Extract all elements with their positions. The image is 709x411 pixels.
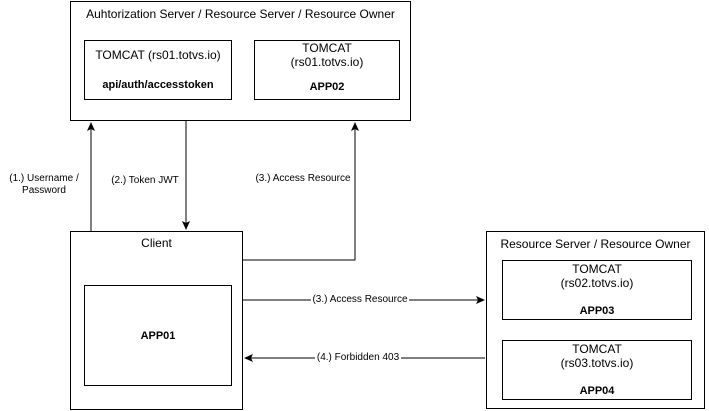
edge-label-forbidden: (4.) Forbidden 403	[315, 352, 401, 364]
client-title: Client	[141, 236, 172, 250]
edge-label-username-line1: (1.) Username /	[9, 173, 79, 184]
edge-label-token-jwt: (2.) Token JWT	[111, 175, 179, 186]
app04-host: (rs03.totvs.io)	[560, 356, 634, 370]
app01-name: APP01	[140, 330, 176, 342]
app03-tomcat: TOMCAT	[572, 262, 622, 276]
edge-label-access-resource-app02: (3.) Access Resource	[255, 173, 351, 184]
app03-box: TOMCAT (rs02.totvs.io) APP03	[502, 260, 692, 320]
app04-tomcat: TOMCAT	[572, 342, 622, 356]
app01-box: APP01	[84, 285, 232, 386]
app03-name: APP03	[579, 305, 615, 317]
app04-box: TOMCAT (rs03.totvs.io) APP04	[502, 340, 692, 400]
auth-tomcat-box: TOMCAT (rs01.totvs.io) api/auth/accessto…	[84, 40, 232, 100]
edge-access-resource-app02	[243, 122, 359, 261]
app04-name: APP04	[579, 385, 615, 397]
app02-name: APP02	[309, 81, 345, 93]
auth-tomcat-host: TOMCAT (rs01.totvs.io)	[95, 48, 221, 62]
edge-label-username: (1.) Username / Password	[4, 173, 84, 197]
resource-server-title: Resource Server / Resource Owner	[500, 237, 691, 251]
edge-label-username-line2: Password	[22, 185, 66, 196]
app02-box: TOMCAT (rs01.totvs.io) APP02	[254, 40, 400, 100]
edge-label-access-resource-rs: (3.) Access Resource	[311, 294, 409, 306]
auth-endpoint: api/auth/accesstoken	[102, 79, 214, 91]
auth-server-title: Auhtorization Server / Resource Server /…	[86, 7, 395, 21]
app03-host: (rs02.totvs.io)	[560, 276, 634, 290]
app02-tomcat: TOMCAT	[302, 41, 352, 55]
app02-host: (rs01.totvs.io)	[290, 55, 364, 69]
